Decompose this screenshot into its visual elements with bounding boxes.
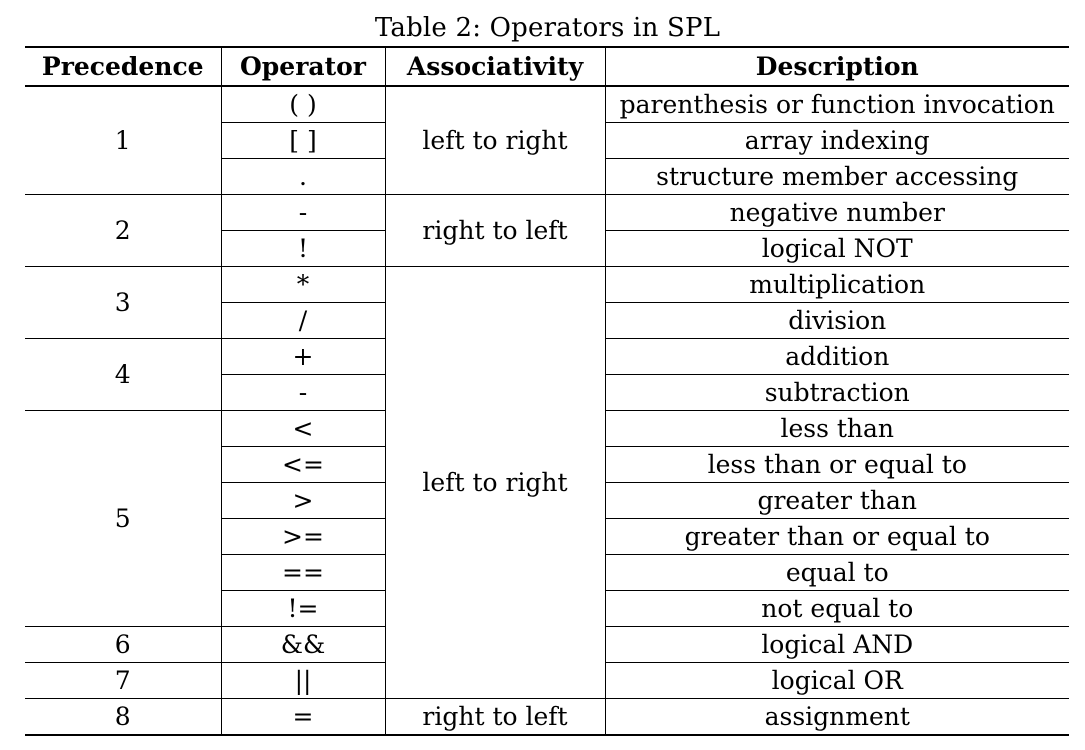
- operator-cell: /: [221, 302, 386, 339]
- description-cell: structure member accessing: [604, 158, 1069, 195]
- description-cell: less than: [604, 410, 1069, 447]
- table-row: 1 ( ) left to right parenthesis or funct…: [25, 85, 1069, 195]
- operator-cell: *: [220, 266, 386, 303]
- operator-cell: .: [221, 158, 386, 195]
- associativity-cell: left to right: [384, 266, 606, 699]
- operator-cell: <=: [221, 446, 386, 483]
- table-row: 5 < less than: [25, 410, 1069, 627]
- operator-cell: =: [220, 698, 386, 736]
- header-description: Description: [604, 46, 1069, 87]
- description-cell: assignment: [604, 698, 1069, 736]
- description-cell: multiplication: [604, 266, 1069, 303]
- associativity-cell: right to left: [384, 698, 606, 736]
- operator-cell: >: [221, 482, 386, 519]
- description-cell: negative number: [604, 194, 1069, 231]
- description-cell: parenthesis or function invocation: [604, 85, 1069, 123]
- precedence-cell: 1: [25, 85, 222, 195]
- precedence-cell: 6: [25, 626, 222, 663]
- operator-cell: <: [220, 410, 386, 447]
- operator-cell: ||: [220, 662, 386, 699]
- description-cell: greater than: [604, 482, 1069, 519]
- operator-cell: &&: [220, 626, 386, 663]
- table-row: != not equal to: [25, 590, 1069, 627]
- description-cell: equal to: [604, 554, 1069, 591]
- precedence-cell: 2: [25, 194, 222, 267]
- table-row: / division: [25, 302, 1069, 339]
- table-row: 8 = right to left assignment: [25, 698, 1069, 736]
- table-row: 3 * left to right multiplication: [25, 266, 1069, 699]
- operator-cell: >=: [221, 518, 386, 555]
- description-cell: not equal to: [604, 590, 1069, 627]
- associativity-cell: right to left: [384, 194, 606, 267]
- operators-table: Precedence Operator Associativity Descri…: [25, 46, 1069, 736]
- table-row: [ ] array indexing: [25, 122, 1069, 159]
- header-operator: Operator: [220, 46, 386, 87]
- operator-cell: ==: [221, 554, 386, 591]
- description-cell: less than or equal to: [604, 446, 1069, 483]
- operator-cell: +: [220, 338, 386, 375]
- table-row: >= greater than or equal to: [25, 518, 1069, 555]
- description-cell: greater than or equal to: [604, 518, 1069, 555]
- table-row: - subtraction: [25, 374, 1069, 411]
- operator-cell: [ ]: [221, 122, 386, 159]
- operator-cell: !=: [221, 590, 386, 627]
- table-row: == equal to: [25, 554, 1069, 591]
- table-row: 2 - right to left negative number: [25, 194, 1069, 267]
- associativity-cell: left to right: [384, 85, 606, 195]
- description-cell: logical AND: [604, 626, 1069, 663]
- description-cell: division: [604, 302, 1069, 339]
- operator-cell: -: [221, 374, 386, 411]
- precedence-cell: 5: [25, 410, 222, 627]
- operator-cell: ( ): [220, 85, 386, 123]
- table-row: . structure member accessing: [25, 158, 1069, 195]
- table-caption: Table 2: Operators in SPL: [374, 13, 721, 43]
- description-cell: subtraction: [604, 374, 1069, 411]
- precedence-cell: 8: [25, 698, 222, 736]
- description-cell: logical NOT: [604, 230, 1069, 267]
- table-row: <= less than or equal to: [25, 446, 1069, 483]
- table-row: > greater than: [25, 482, 1069, 519]
- precedence-cell: 7: [25, 662, 222, 699]
- description-cell: logical OR: [604, 662, 1069, 699]
- precedence-cell: 3: [25, 266, 222, 339]
- precedence-cell: 4: [25, 338, 222, 411]
- operator-cell: -: [220, 194, 386, 231]
- description-cell: addition: [604, 338, 1069, 375]
- header-associativity: Associativity: [384, 46, 606, 87]
- table-row: 7 || logical OR: [25, 662, 1069, 699]
- header-precedence: Precedence: [25, 46, 222, 87]
- header-row: Precedence Operator Associativity Descri…: [25, 46, 1069, 87]
- operator-cell: !: [221, 230, 386, 267]
- description-cell: array indexing: [604, 122, 1069, 159]
- table-row: 6 && logical AND: [25, 626, 1069, 663]
